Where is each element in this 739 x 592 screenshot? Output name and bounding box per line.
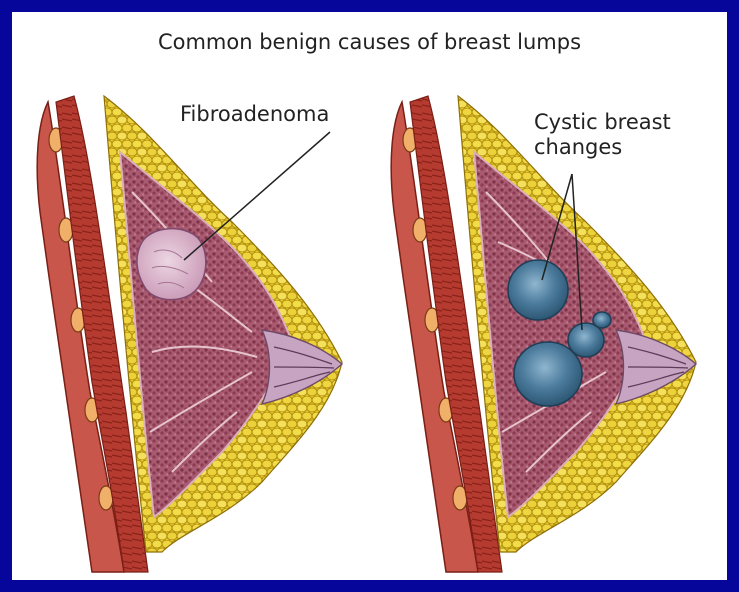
diagram-frame: Common benign causes of breast lumps Fib… (12, 12, 727, 580)
left-breast (37, 96, 342, 572)
cyst-large-upper (508, 260, 568, 320)
breast-illustration (12, 12, 727, 580)
cyst-small (593, 312, 611, 328)
right-breast (391, 96, 696, 572)
fibroadenoma-mass (137, 229, 206, 300)
